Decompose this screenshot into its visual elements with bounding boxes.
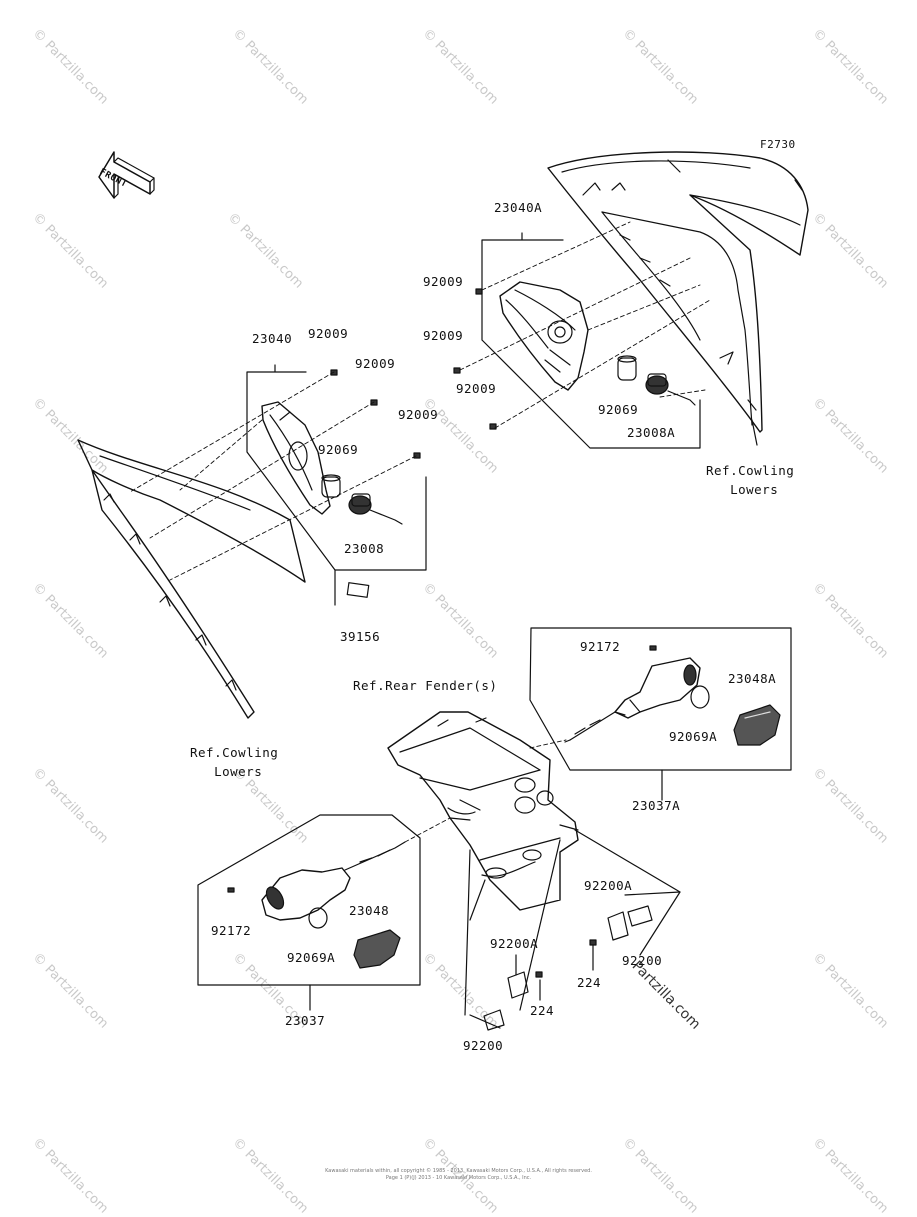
part-label: 92172 (211, 923, 252, 938)
part-label: 39156 (340, 629, 381, 644)
part-label: 23048 (349, 903, 390, 918)
left-rear-signal (261, 841, 406, 921)
part-label: 92009 (423, 328, 464, 343)
part-label: 23008 (344, 541, 385, 556)
left-signal-mount (261, 401, 331, 515)
front-arrow-icon (98, 151, 155, 199)
left-label-39156 (346, 582, 370, 598)
right-cowling-panel (547, 151, 809, 433)
part-label: 23037 (285, 1013, 326, 1028)
part-label: 92009 (355, 356, 396, 371)
part-label: 92200A (584, 878, 633, 893)
ref-cowling-lowers-left: Ref.Cowling Lowers (190, 745, 279, 779)
part-label: 23037A (632, 798, 681, 813)
part-label: 92009 (423, 274, 464, 289)
right-rear-lens-23048A (733, 704, 781, 746)
rear-fender (387, 711, 579, 911)
screw-icon (649, 645, 657, 651)
part-label: 224 (530, 1003, 555, 1018)
part-label: 92200A (490, 936, 539, 951)
right-signal-mount (499, 281, 589, 391)
right-mount-plate (589, 905, 653, 946)
part-label: 92200 (622, 953, 663, 968)
figure-code: F2730 (760, 138, 796, 151)
screw-icon (227, 887, 235, 893)
left-socket-23008 (348, 493, 403, 525)
part-label: 92069 (598, 402, 639, 417)
part-label: 23048A (728, 671, 777, 686)
footer-page-info: Page 1 (P)(J) 2013 - 10 Kawasaki Motors … (385, 1175, 532, 1181)
footer-copyright: Kawasaki materials within, all copyright… (325, 1168, 592, 1174)
right-socket-23008A (645, 373, 696, 406)
left-rear-lens-23048 (353, 929, 401, 969)
left-bulb-92069 (321, 474, 341, 498)
part-label: 92069 (318, 442, 359, 457)
ref-rear-fender: Ref.Rear Fender(s) (353, 678, 498, 693)
screw-icon (453, 288, 497, 430)
left-cowling-panel (77, 439, 306, 719)
right-bulb-92069 (617, 355, 637, 381)
right-rear-bulb-92069A (690, 685, 710, 709)
part-label: 23040A (494, 200, 543, 215)
part-label: 92009 (398, 407, 439, 422)
part-label: 23040 (252, 331, 293, 346)
part-label: 92069A (669, 729, 718, 744)
left-mount-plate (483, 971, 543, 1031)
part-label: 92069A (287, 950, 336, 965)
part-label: 23008A (627, 425, 676, 440)
part-label: 92172 (580, 639, 621, 654)
part-label: 92009 (308, 326, 349, 341)
part-label: 92009 (456, 381, 497, 396)
part-label: 224 (577, 975, 602, 990)
right-rear-signal (564, 657, 701, 743)
left-rear-bulb-92069A (308, 907, 328, 929)
part-label: 92200 (463, 1038, 504, 1053)
ref-cowling-lowers-right: Ref.Cowling Lowers (706, 463, 795, 497)
